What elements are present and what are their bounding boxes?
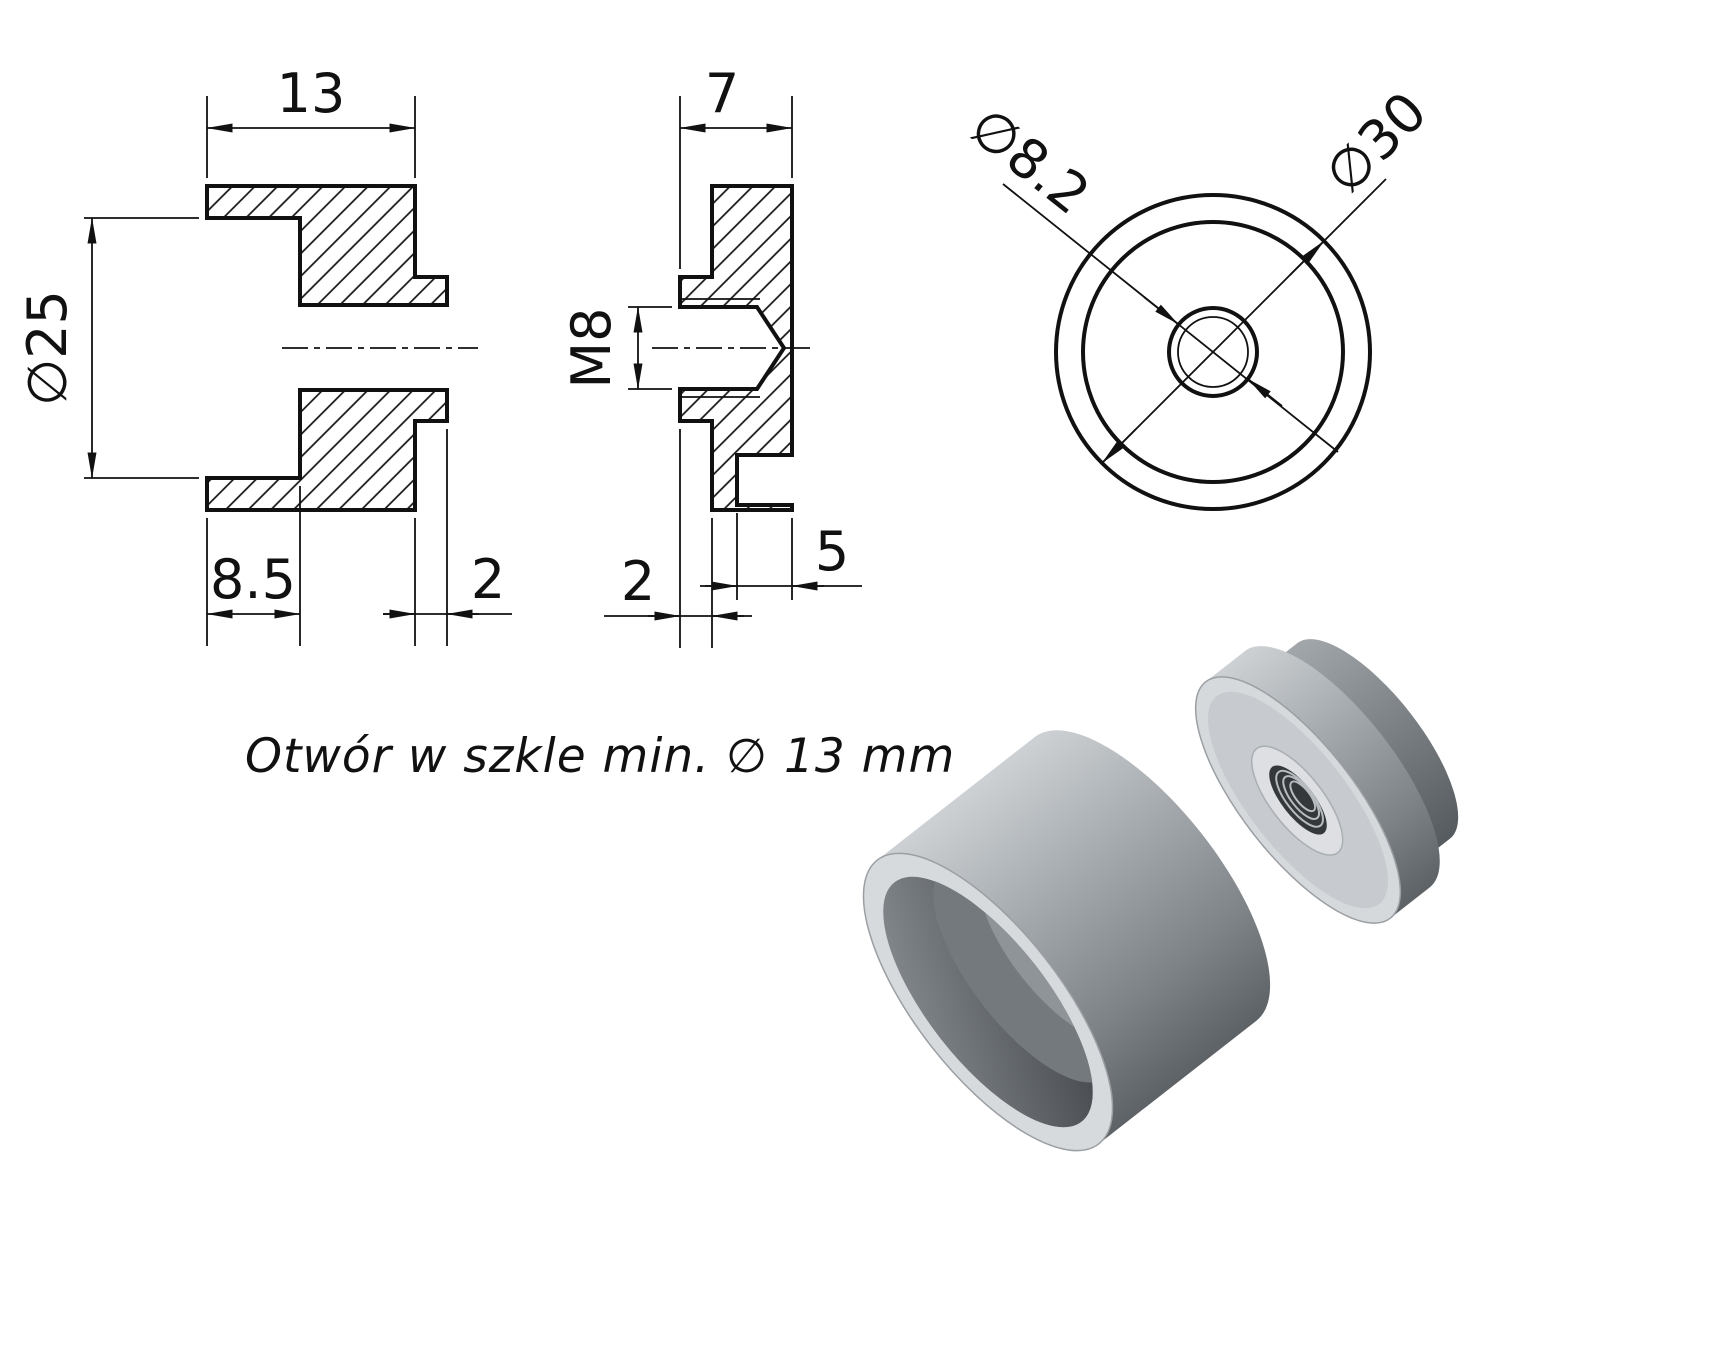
socket-lower-half — [205, 388, 449, 512]
dim-outer-30: ∅30 — [1101, 80, 1439, 464]
render-3d — [862, 639, 1459, 1152]
dim-step-2-socket: 2 — [383, 429, 512, 646]
dim-8-5-label: 8.5 — [210, 548, 296, 611]
render-thread-3 — [1289, 780, 1317, 813]
dim-thread-m8: M8 — [560, 306, 672, 390]
bore-circle — [1167, 306, 1259, 398]
dim-2-socket-label: 2 — [471, 548, 505, 611]
glass-hole-note: Otwór w szkle min. ∅ 13 mm — [245, 729, 955, 784]
dim-7-label: 7 — [705, 62, 739, 125]
front-view: ∅8.2 ∅30 — [958, 80, 1439, 511]
socket-upper-half — [205, 184, 449, 307]
socket-section-view: 13 ∅25 8.5 2 — [16, 62, 512, 646]
render-socket — [862, 730, 1271, 1152]
dim-depth-8-5: 8.5 — [206, 486, 301, 646]
dim-13-label: 13 — [277, 62, 346, 125]
dim-2-cap-label: 2 — [621, 550, 655, 613]
dim-bore-8-2: ∅8.2 — [958, 95, 1339, 453]
dim-25-label: ∅25 — [16, 290, 79, 406]
chamfer-circle — [1177, 316, 1249, 388]
dim-width-13: 13 — [206, 62, 416, 178]
dim-m8-label: M8 — [560, 308, 623, 389]
dim-slot-5: 5 — [700, 513, 862, 600]
cap-body-section — [678, 184, 794, 512]
recess-circle — [1081, 220, 1345, 484]
dim-width-7: 7 — [679, 62, 793, 269]
cap-section-view: 7 M8 2 5 — [560, 62, 862, 648]
dim-diameter-25: ∅25 — [16, 217, 199, 479]
dim-5-label: 5 — [815, 520, 849, 583]
render-thread-1 — [1275, 769, 1324, 828]
render-cap — [1194, 639, 1459, 924]
outer-circle — [1054, 193, 1372, 511]
dim-8-2-label: ∅8.2 — [958, 95, 1101, 227]
dim-30-label: ∅30 — [1313, 80, 1439, 206]
